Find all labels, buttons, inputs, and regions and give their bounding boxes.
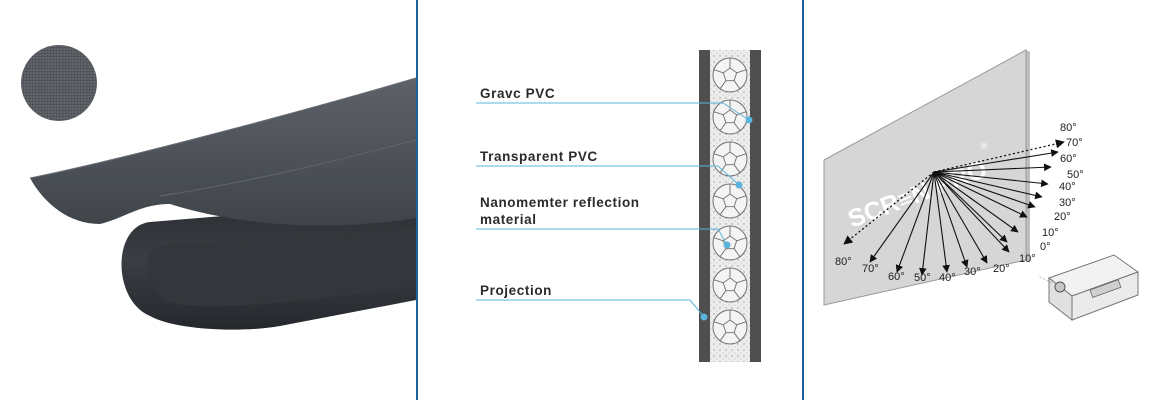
- angle-ray: [933, 171, 950, 273]
- viewing-angle-panel: SCR≡N PRO ® 80°70°60°50°40°30°20°10°0°80…: [804, 0, 1160, 400]
- angle-ray: [843, 171, 935, 245]
- leader-line: [476, 102, 750, 121]
- angle-ray: [933, 149, 1059, 173]
- angle-label-right: 70°: [1066, 137, 1083, 149]
- angle-ray: [933, 171, 1028, 218]
- angle-label-bottom: 10°: [1019, 253, 1036, 265]
- reflection-bead: [712, 225, 748, 261]
- angle-ray: [933, 171, 1010, 253]
- leader-line: [476, 165, 740, 186]
- viewing-angle-diagram: SCR≡N PRO ® 80°70°60°50°40°30°20°10°0°80…: [823, 49, 1140, 322]
- leader-dot: [735, 181, 743, 189]
- angle-label-right: 60°: [1060, 153, 1077, 165]
- reflection-beads: [712, 57, 748, 345]
- angle-ray: [933, 171, 969, 268]
- angle-label-bottom: 60°: [888, 271, 905, 283]
- registered-mark: ®: [979, 140, 989, 152]
- layer-label-projection: Projection: [480, 283, 553, 298]
- projection-screen: [823, 49, 1027, 306]
- angle-label-right: 10°: [1042, 227, 1059, 239]
- projector-icon: [1037, 254, 1140, 322]
- angle-ray: [933, 171, 1049, 188]
- angle-label-bottom: 40°: [939, 272, 956, 284]
- angle-label-bottom: 50°: [914, 272, 931, 284]
- reflection-bead: [712, 57, 748, 93]
- angle-labels: 80°70°60°50°40°30°20°10°0°80°70°60°50°40…: [835, 122, 1084, 284]
- fabric-sheet: [30, 78, 416, 226]
- angle-label-right: 0°: [1040, 241, 1051, 253]
- leader-lines: [476, 102, 753, 321]
- reflection-bead: [712, 183, 748, 219]
- angle-ray: [933, 163, 1052, 173]
- angle-label-right: 40°: [1059, 181, 1076, 193]
- angle-label-right: 20°: [1054, 211, 1071, 223]
- angle-ray: [869, 171, 935, 263]
- material-swatch: [21, 45, 97, 121]
- fabric-roll-illustration: [21, 45, 416, 330]
- reflection-bead: [712, 267, 748, 303]
- viewing-angle-rays: [843, 139, 1065, 276]
- angle-label-bottom: 80°: [835, 256, 852, 268]
- reflection-bead: [712, 99, 748, 135]
- layer-structure-panel: Gravc PVC Transparent PVC Nanomemter ref…: [418, 0, 802, 400]
- angle-label-right: 30°: [1059, 197, 1076, 209]
- angle-ray: [933, 171, 1008, 243]
- angle-ray: [895, 171, 935, 273]
- angle-ray: [933, 171, 1043, 200]
- angle-ray: [933, 171, 1036, 209]
- layer-cross-section: [476, 50, 761, 362]
- layer-label-nano-reflection: Nanomemter reflection: [480, 195, 640, 210]
- angle-label-bottom: 30°: [964, 266, 981, 278]
- angle-label-bottom: 70°: [862, 263, 879, 275]
- angle-ray: [933, 171, 988, 264]
- angle-label-bottom: 20°: [993, 263, 1010, 275]
- angle-ray: [933, 171, 1019, 233]
- leader-dot: [723, 241, 731, 249]
- angle-label-right: 50°: [1067, 169, 1084, 181]
- leader-dot: [745, 116, 753, 124]
- angle-label-right: 80°: [1060, 122, 1077, 134]
- leader-line: [476, 299, 705, 318]
- layer-label-transparent-pvc: Transparent PVC: [480, 149, 598, 164]
- leader-dot: [700, 313, 708, 321]
- reflection-bead: [712, 309, 748, 345]
- angle-ray: [918, 171, 935, 276]
- layer-label-nano-reflection-line2: material: [480, 212, 537, 227]
- panel-divider-left: [416, 0, 418, 400]
- panel-divider-right: [802, 0, 804, 400]
- leader-line: [476, 228, 728, 246]
- reflection-bead: [712, 141, 748, 177]
- fabric-photo-panel: [0, 0, 416, 400]
- layer-label-gravc-pvc: Gravc PVC: [480, 86, 556, 101]
